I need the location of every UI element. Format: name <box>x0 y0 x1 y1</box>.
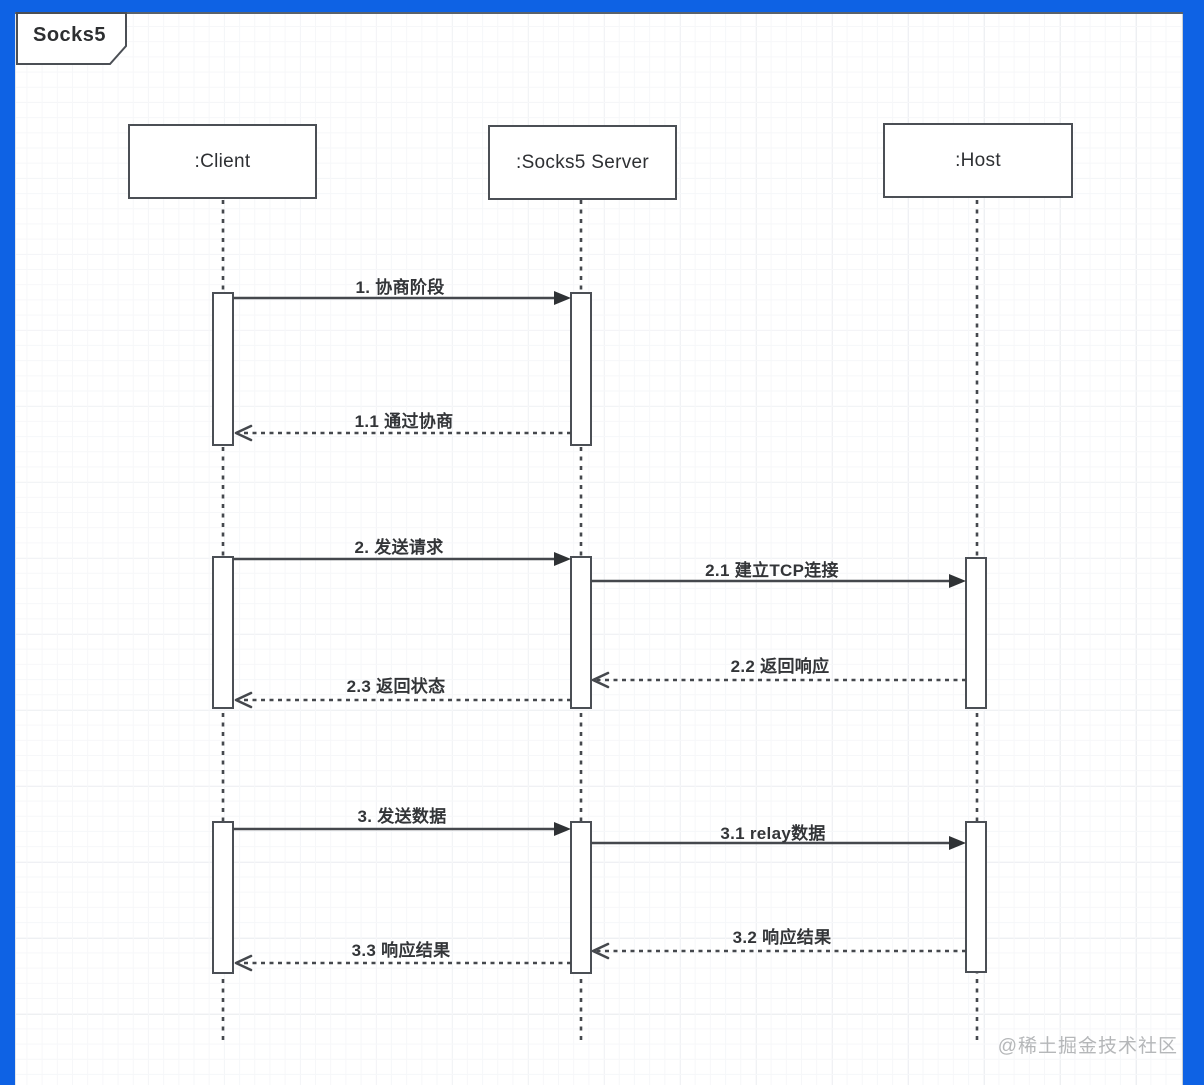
lifeline-head-host-label: :Host <box>955 149 1001 171</box>
arrowhead-msg-2-2 <box>591 671 610 689</box>
arrowhead-msg-1 <box>554 291 571 305</box>
lifeline-head-client: :Client <box>128 124 317 199</box>
arrowhead-msg-3 <box>554 822 571 836</box>
message-label-2: 2. 发送请求 <box>354 538 444 557</box>
activation-host-2 <box>965 557 987 709</box>
lifeline-head-socks5-server: :Socks5 Server <box>488 125 677 200</box>
arrowhead-msg-2 <box>554 552 571 566</box>
activation-server-1 <box>570 292 592 446</box>
message-label-3-3: 3.3 响应结果 <box>351 941 451 960</box>
message-label-2-1: 2.1 建立TCP连接 <box>705 561 839 580</box>
activation-host-3 <box>965 821 987 973</box>
frame-label-tab <box>16 12 127 65</box>
lifeline-head-socks5-server-label: :Socks5 Server <box>515 151 650 173</box>
arrowhead-msg-3-3 <box>234 954 253 972</box>
message-label-2-3: 2.3 返回状态 <box>346 677 446 696</box>
activation-server-2 <box>570 556 592 709</box>
watermark: @稀土掘金技术社区 <box>997 1036 1178 1057</box>
arrowhead-msg-2-1 <box>949 574 966 588</box>
message-label-3-1: 3.1 relay数据 <box>720 824 826 843</box>
frame-title: Socks5 <box>33 24 107 46</box>
message-label-1: 1. 协商阶段 <box>355 278 445 297</box>
message-label-3-2: 3.2 响应结果 <box>732 928 832 947</box>
arrowhead-msg-1-1 <box>234 424 253 442</box>
activation-client-3 <box>212 821 234 974</box>
lifeline-head-client-label: :Client <box>194 150 251 172</box>
message-label-2-2: 2.2 返回响应 <box>730 657 830 676</box>
message-label-1-1: 1.1 通过协商 <box>354 412 454 431</box>
activation-client-1 <box>212 292 234 446</box>
arrowhead-msg-2-3 <box>234 691 253 709</box>
lifeline-head-host: :Host <box>883 123 1073 198</box>
message-label-3: 3. 发送数据 <box>357 807 447 826</box>
activation-client-2 <box>212 556 234 709</box>
arrowhead-msg-3-1 <box>949 836 966 850</box>
activation-server-3 <box>570 821 592 974</box>
arrowhead-msg-3-2 <box>591 942 610 960</box>
